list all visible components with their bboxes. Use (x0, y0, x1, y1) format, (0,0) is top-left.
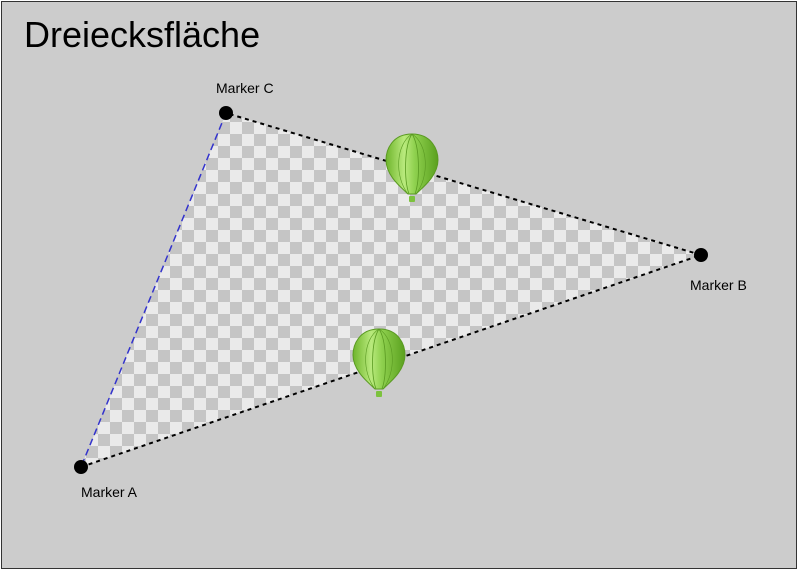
edge-ca (80, 112, 227, 468)
marker-b-point[interactable] (694, 248, 708, 262)
marker-a-label: Marker A (81, 484, 138, 500)
edge-bc (225, 112, 702, 256)
edge-ab (80, 254, 702, 468)
marker-c-label: Marker C (216, 80, 274, 96)
marker-c-point[interactable] (219, 106, 233, 120)
triangle-area (81, 113, 701, 467)
marker-a-point[interactable] (74, 460, 88, 474)
hot-air-balloon-icon[interactable] (352, 328, 406, 397)
page-title: Dreiecksfläche (24, 14, 261, 55)
hot-air-balloon-icon[interactable] (385, 133, 439, 202)
marker-b-label: Marker B (690, 277, 747, 293)
